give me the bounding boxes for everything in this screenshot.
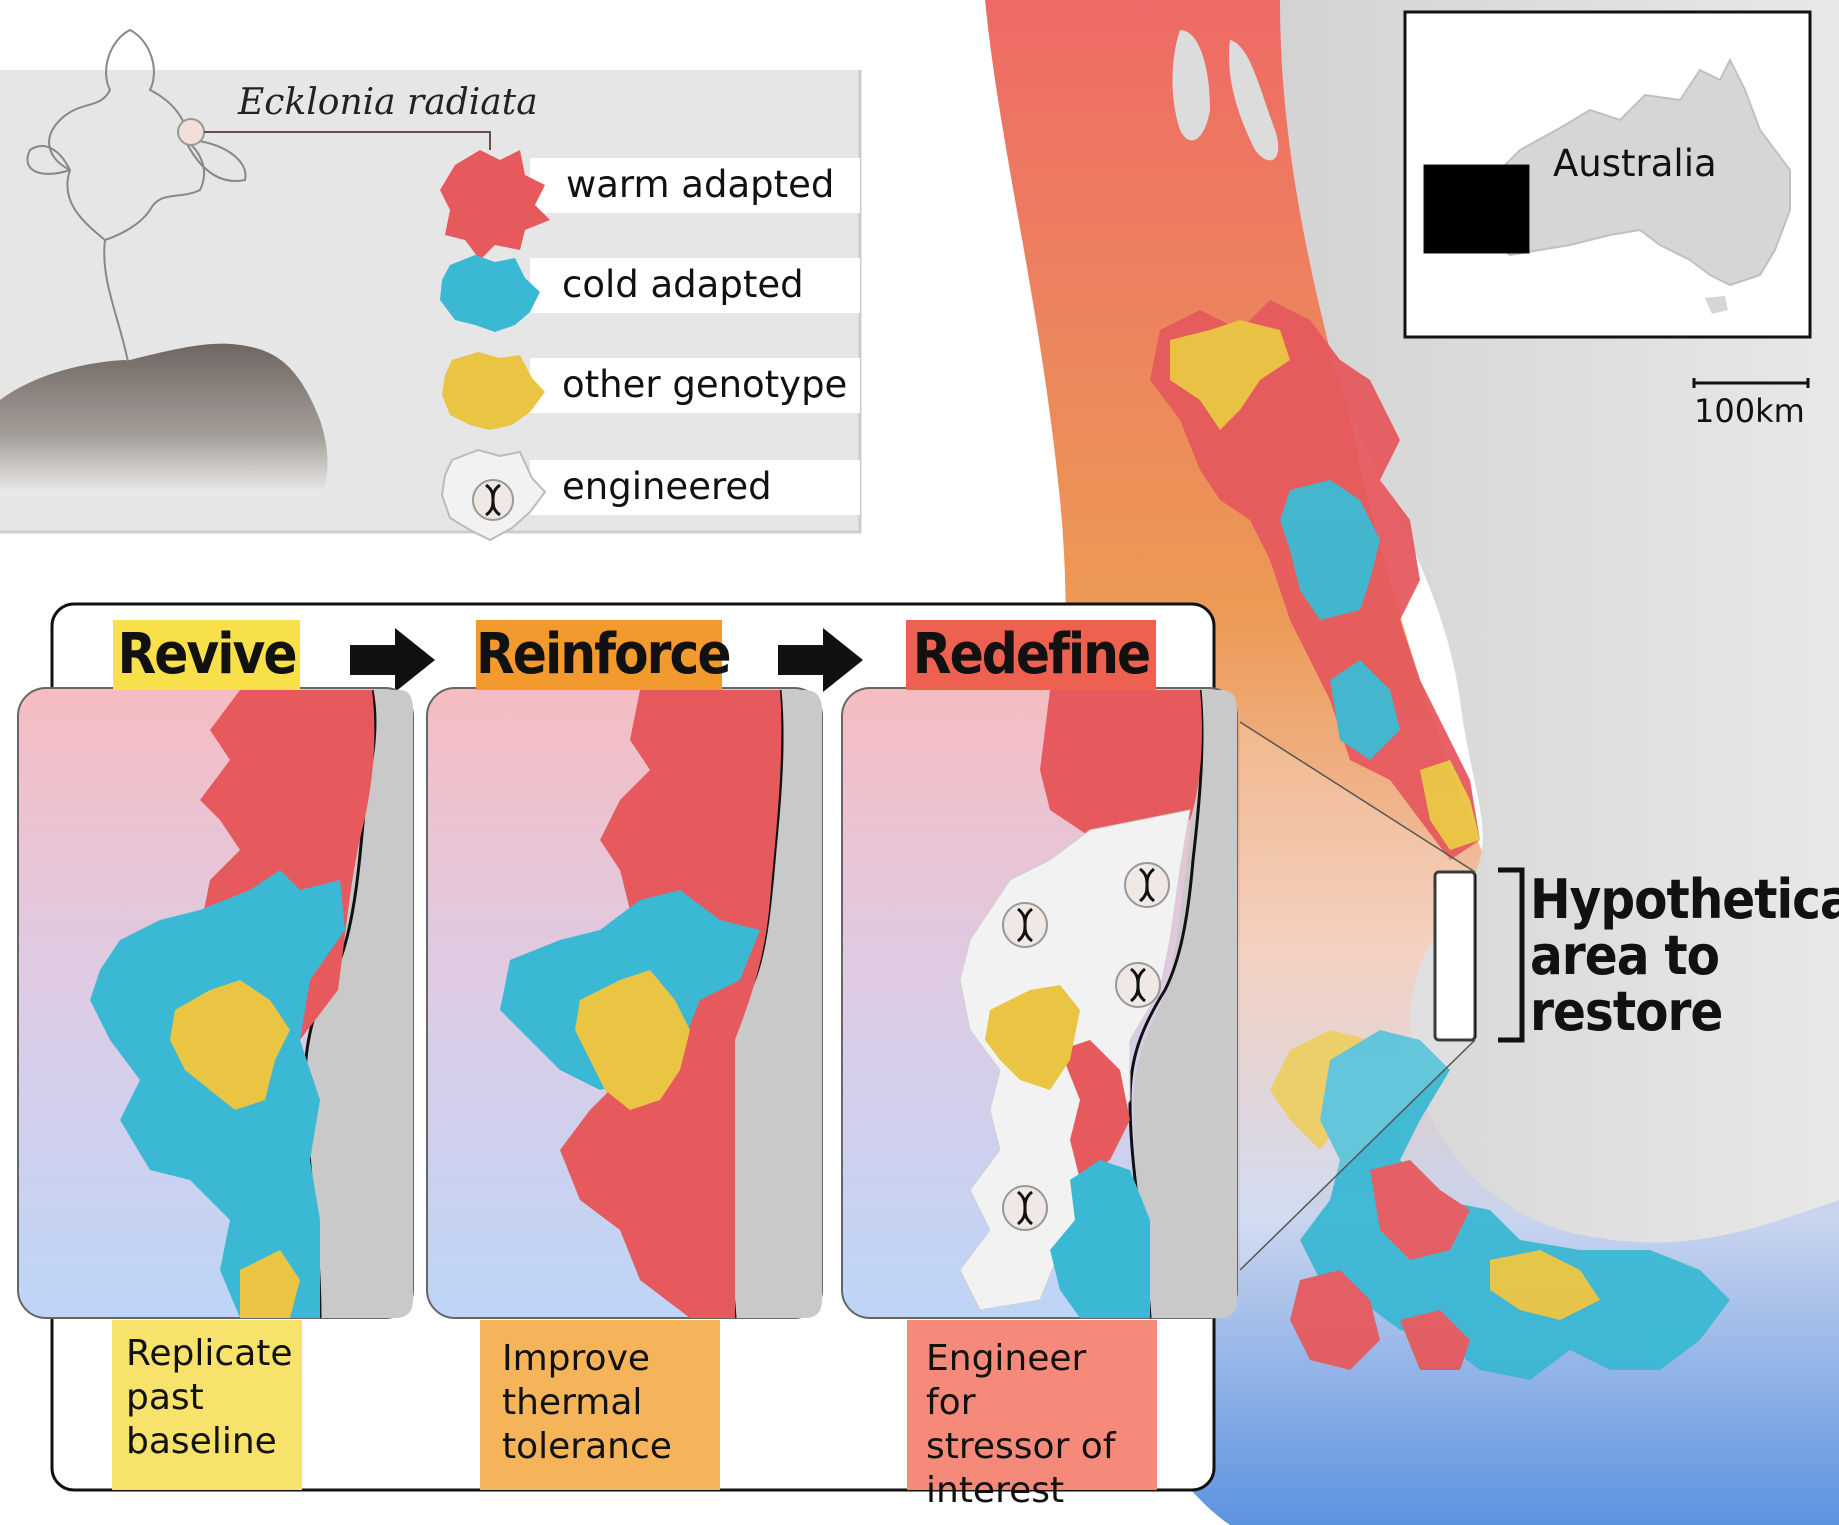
tasmania-shape (1705, 296, 1728, 314)
restore-area-line-1: Hypothetical (1530, 868, 1839, 931)
rock (0, 343, 328, 495)
species-pointer-dot (177, 118, 205, 146)
legend-label-warm: warm adapted (566, 163, 835, 206)
map-kelp (1150, 300, 1730, 1380)
scale-bar-label: 100km (1694, 392, 1805, 430)
desc-bg-redefine (907, 1320, 1157, 1490)
dna-markers (1002, 862, 1170, 1231)
panel-redefine (841, 687, 1238, 1319)
stage-desc-reinforce-line-1: Improve (502, 1338, 651, 1379)
panel-reinforce (426, 687, 823, 1319)
legend-row-4 (530, 460, 860, 515)
stage-desc-redefine-line-1: Engineer for (926, 1338, 1087, 1423)
arrow-2 (778, 628, 863, 692)
stage-title-revive: Revive (113, 620, 300, 690)
stage-title-reinforce: Reinforce (476, 620, 732, 690)
zoom-wedge (1240, 722, 1475, 1270)
legend-label-cold: cold adapted (562, 263, 804, 306)
stage-desc-reinforce-line-2: thermal (502, 1382, 643, 1423)
stage-desc-reinforce: Improve thermal tolerance (488, 1325, 720, 1481)
kelp-illustration (26, 28, 247, 363)
stage-desc-redefine-line-3: interest (926, 1470, 1065, 1511)
restore-area-label: Hypothetical area to restore (1530, 872, 1839, 1040)
legend-row-1 (530, 158, 860, 213)
species-pointer-line (204, 131, 491, 150)
scale-bar (1692, 378, 1810, 388)
restore-area-bracket (1498, 867, 1525, 1043)
zoom-line-bottom (1239, 1039, 1476, 1271)
inset-map-label: Australia (1553, 142, 1717, 185)
island-1 (1172, 30, 1210, 141)
restore-area-line-3: restore (1530, 980, 1723, 1043)
stage-desc-revive-line-3: baseline (126, 1421, 277, 1462)
island-2 (1229, 40, 1279, 161)
stage-desc-reinforce-line-3: tolerance (502, 1426, 672, 1467)
arrow-1 (350, 628, 435, 692)
desc-bg-revive (112, 1320, 302, 1490)
zoom-line-top (1239, 721, 1476, 873)
cold-swatch (440, 255, 540, 332)
legend-row-3 (530, 358, 860, 413)
stage-title-redefine: Redefine (906, 620, 1156, 690)
other-swatch (442, 352, 545, 430)
inset-highlight-outline (1423, 164, 1530, 254)
warm-swatch (440, 150, 550, 260)
stage-desc-redefine: Engineer for stressor of interest (912, 1325, 1157, 1525)
legend-label-engineered: engineered (562, 465, 772, 508)
restore-area-box (1433, 870, 1477, 1042)
legend-label-other: other genotype (562, 363, 848, 406)
restore-area-line-2: area to (1530, 924, 1720, 987)
legend-row-2 (530, 258, 860, 313)
stage-desc-redefine-line-2: stressor of (926, 1426, 1116, 1467)
species-name: Ecklonia radiata (238, 82, 538, 123)
stage-desc-revive: Replicate past baseline (112, 1320, 302, 1476)
australia-shape (1478, 57, 1791, 287)
desc-bg-reinforce (480, 1320, 720, 1490)
stage-desc-revive-line-2: past (126, 1377, 204, 1418)
panel-revive (17, 687, 414, 1319)
stage-desc-revive-line-1: Replicate (126, 1333, 293, 1374)
inset-highlight (1424, 165, 1529, 253)
